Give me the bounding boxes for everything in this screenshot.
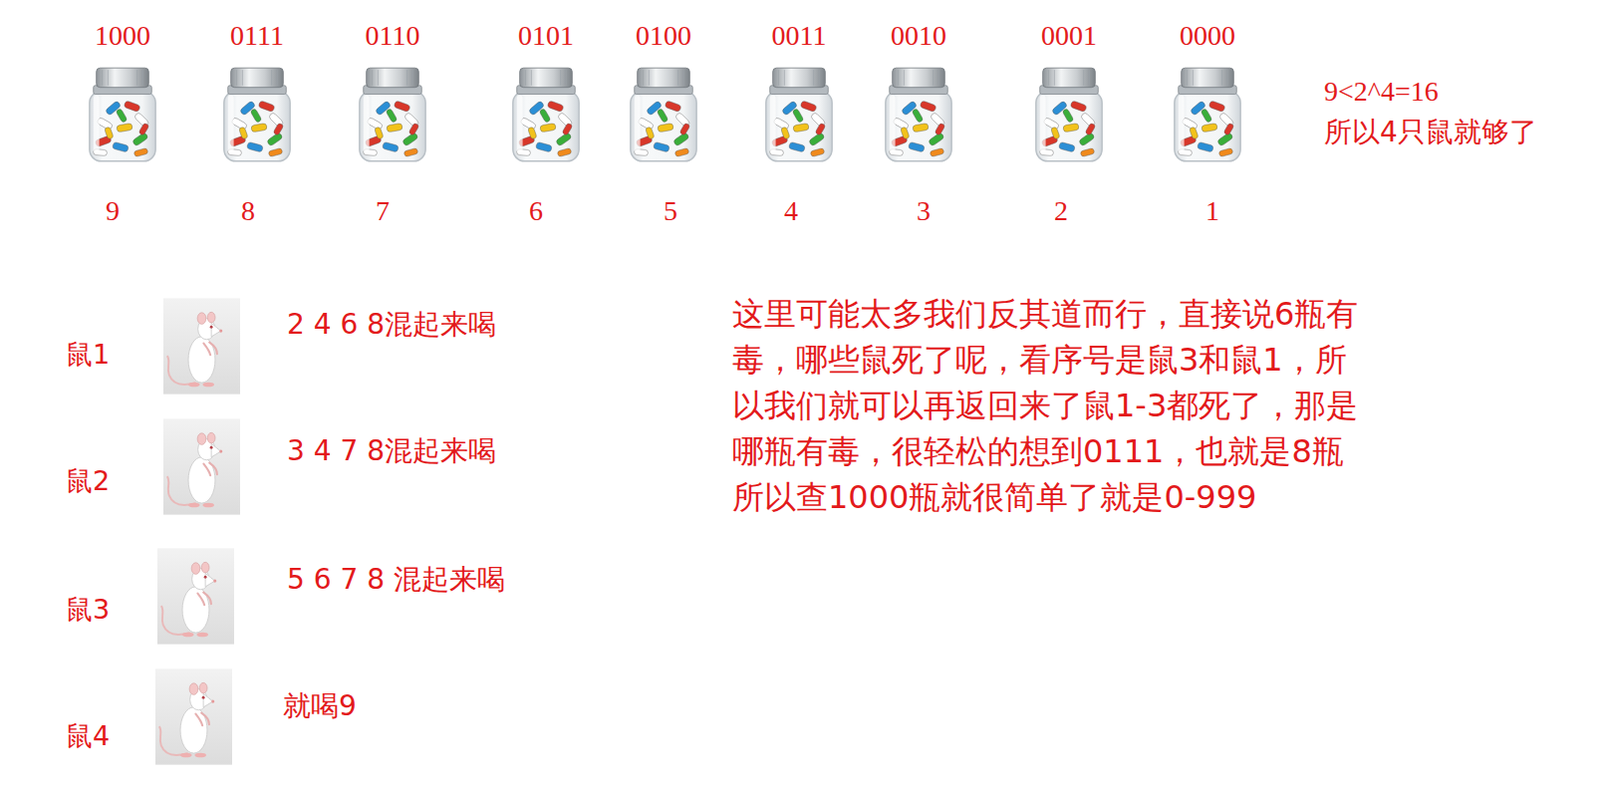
binary-code: 0110 bbox=[365, 19, 421, 52]
conclusion-note: 所以4只鼠就够了 bbox=[1324, 116, 1538, 149]
rats bbox=[155, 297, 241, 765]
pill-bottle bbox=[885, 67, 952, 162]
bottle-number: 4 bbox=[784, 195, 799, 228]
rat-instruction: 2 4 6 8混起来喝 bbox=[286, 308, 497, 341]
pill-bottles bbox=[89, 67, 1241, 162]
rat-label: 鼠2 bbox=[65, 465, 110, 497]
binary-code: 0000 bbox=[1179, 19, 1236, 52]
bottle-number: 7 bbox=[375, 195, 390, 228]
rat-label: 鼠4 bbox=[65, 720, 110, 752]
rat-photo bbox=[163, 418, 241, 515]
bottle-number: 6 bbox=[529, 195, 543, 228]
pill-bottle bbox=[359, 67, 426, 162]
rat-photo bbox=[157, 547, 235, 644]
binary-code: 0001 bbox=[1041, 19, 1097, 52]
rat-instruction: 5 6 7 8 混起来喝 bbox=[286, 563, 506, 596]
rat-instruction: 3 4 7 8混起来喝 bbox=[286, 435, 497, 468]
bottle-number: 9 bbox=[105, 195, 120, 228]
pill-bottle bbox=[766, 67, 832, 162]
pill-bottle bbox=[630, 67, 697, 162]
pill-bottle bbox=[224, 67, 290, 162]
rat-instruction: 就喝9 bbox=[282, 690, 357, 723]
bottle-number: 2 bbox=[1054, 195, 1068, 228]
explanation-note: 这里可能太多我们反其道而行，直接说6瓶有 毒，哪些鼠死了呢，看序号是鼠3和鼠1，… bbox=[732, 290, 1420, 521]
pill-bottle bbox=[1174, 67, 1241, 162]
bottle-number: 8 bbox=[241, 195, 256, 228]
binary-code: 0111 bbox=[230, 19, 284, 52]
binary-code: 0101 bbox=[518, 19, 574, 52]
bound-note: 9<2^4=16 bbox=[1324, 75, 1439, 108]
pill-bottle bbox=[513, 67, 579, 162]
rat-photo bbox=[163, 297, 241, 394]
bottle-number: 5 bbox=[663, 195, 678, 228]
binary-code: 1000 bbox=[94, 19, 151, 52]
pill-bottle bbox=[1036, 67, 1102, 162]
binary-code: 0100 bbox=[635, 19, 692, 52]
pill-bottle bbox=[89, 67, 156, 162]
rat-label: 鼠1 bbox=[65, 338, 110, 370]
bottle-number: 3 bbox=[916, 195, 931, 228]
binary-code: 0010 bbox=[890, 19, 947, 52]
binary-code: 0011 bbox=[772, 19, 827, 52]
bottle-number: 1 bbox=[1205, 195, 1220, 228]
rat-photo bbox=[155, 668, 233, 765]
rat-label: 鼠3 bbox=[65, 593, 110, 625]
